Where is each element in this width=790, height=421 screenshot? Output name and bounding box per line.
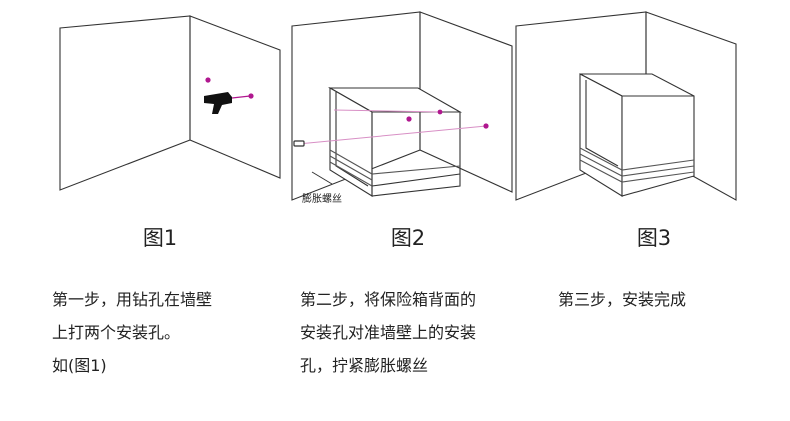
- drill-hole-marker-lower: [248, 93, 254, 99]
- step-3-description: 第三步，安装完成: [558, 283, 686, 316]
- alignment-guide-lines: [297, 109, 487, 145]
- wall-left-panel: [59, 15, 191, 191]
- figure-3-title: 图3: [636, 226, 672, 250]
- step-1-description: 第一步，用钻孔在墙壁 上打两个安装孔。 如(图1): [52, 283, 212, 382]
- step-3-line-1: 第三步，安装完成: [558, 290, 687, 309]
- safe-box-outline: [327, 87, 463, 197]
- callout-leader-line: [311, 171, 333, 185]
- figure-2-title: 图2: [390, 226, 426, 250]
- expansion-screw-icon: [293, 140, 305, 147]
- safe-box-installed: [579, 73, 695, 197]
- drill-hole-marker-upper: [205, 77, 211, 83]
- drill-icon: [204, 92, 251, 114]
- figure-1-title: 图1: [142, 226, 178, 250]
- mounting-hole-marker-c: [437, 109, 443, 115]
- step-1-line-3: 如(图1): [52, 356, 107, 375]
- mounting-hole-marker-b: [483, 123, 489, 129]
- callout-label-expansion-screw: 膨胀螺丝: [302, 192, 342, 205]
- step-2-description: 第二步，将保险箱背面的 安装孔对准墙壁上的安装 孔，拧紧膨胀螺丝: [300, 283, 476, 382]
- step-2-line-2: 安装孔对准墙壁上的安装: [300, 323, 477, 342]
- step-2-line-1: 第二步，将保险箱背面的: [300, 290, 477, 309]
- step-1-line-1: 第一步，用钻孔在墙壁: [52, 290, 213, 309]
- step-2-line-3: 孔，拧紧膨胀螺丝: [300, 356, 429, 375]
- step-1-line-2: 上打两个安装孔。: [52, 323, 181, 342]
- figure-1-illustration: [59, 15, 281, 191]
- mounting-hole-marker-a: [406, 116, 412, 122]
- wall-right-panel: [189, 15, 281, 179]
